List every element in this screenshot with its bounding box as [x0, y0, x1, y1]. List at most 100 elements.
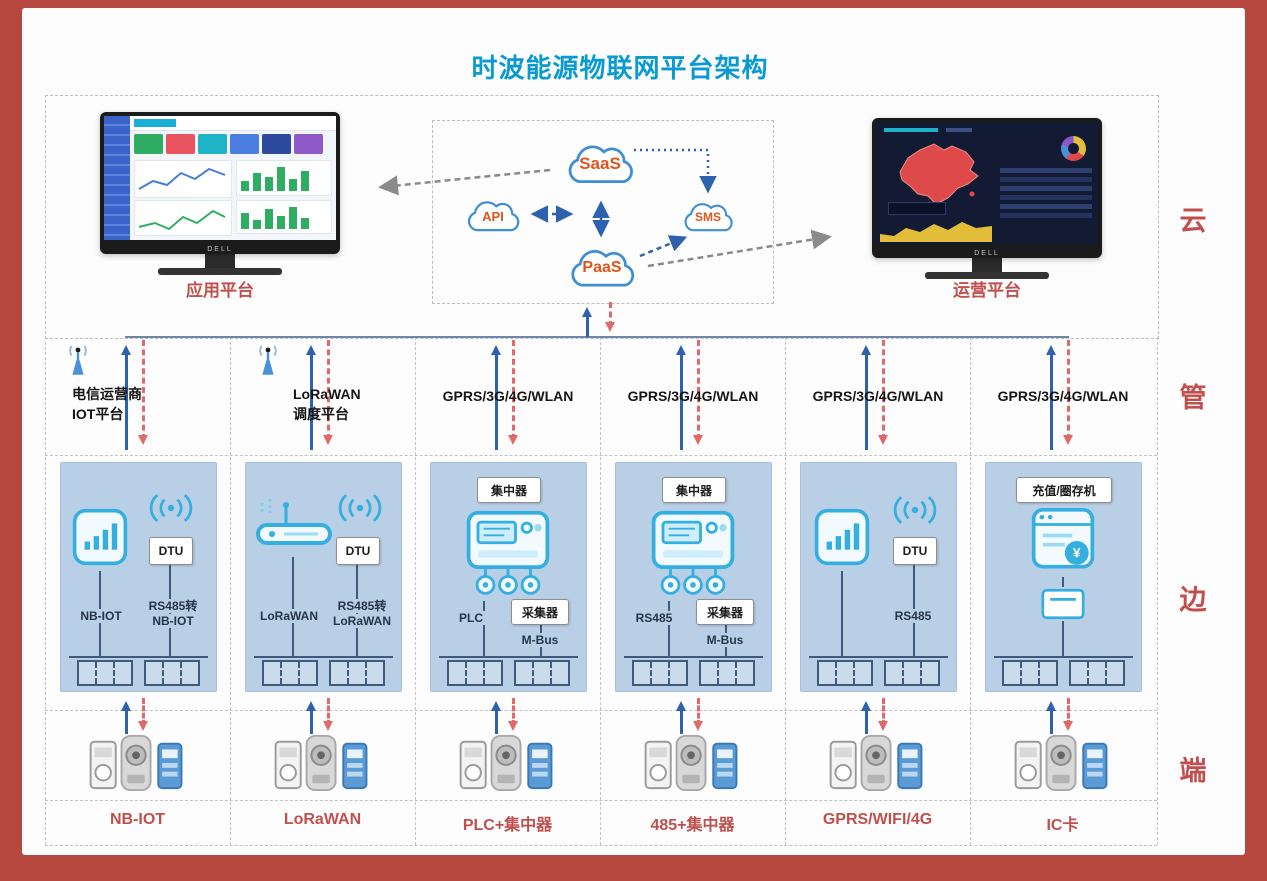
recharge-machine-label: 充值/圈存机	[1016, 477, 1112, 503]
monitor-stand	[205, 252, 235, 269]
monitor-stand-base	[158, 268, 282, 275]
antenna-icon	[62, 341, 94, 383]
donut-chart	[1061, 136, 1086, 161]
wifi-signal-icon	[338, 493, 382, 523]
up-arrow	[306, 345, 316, 450]
down-arrow	[138, 698, 148, 731]
up-arrow	[1046, 345, 1056, 450]
app-dashboard-screen	[104, 116, 336, 240]
wifi-signal-icon	[893, 495, 937, 525]
data-table-rows	[1000, 168, 1092, 222]
down-arrow	[323, 698, 333, 731]
up-arrow	[491, 701, 501, 734]
monitor-stand	[972, 256, 1002, 273]
recharge-terminal-icon	[1030, 505, 1096, 577]
meters-icon	[827, 734, 927, 792]
up-arrow	[861, 701, 871, 734]
cloud-group-box	[432, 120, 774, 304]
map-legend-box	[888, 202, 946, 215]
saas-cloud: SaaS	[560, 133, 640, 195]
collector-label: 采集器	[696, 599, 754, 625]
bottom-label-plc: PLC+集中器	[462, 817, 553, 834]
meters-icon	[457, 734, 557, 792]
bottom-label-ic: IC卡	[1046, 817, 1079, 834]
down-arrow	[693, 340, 703, 445]
pipe-label-gprs: GPRS/3G/4G/WLAN	[812, 388, 944, 404]
up-arrow	[121, 345, 131, 450]
terminal-strip	[254, 656, 393, 690]
down-arrow	[1063, 340, 1073, 445]
up-arrow	[121, 701, 131, 734]
up-arrow	[306, 701, 316, 734]
meters-icon	[272, 734, 372, 792]
up-arrow	[676, 345, 686, 450]
down-arrow	[1063, 698, 1073, 731]
bottom-label-nbiot: NB-IOT	[109, 811, 166, 828]
side-label-terminal: 端	[1179, 756, 1207, 786]
antenna-icon	[252, 341, 284, 383]
down-arrow	[508, 698, 518, 731]
china-map	[899, 143, 979, 205]
page-title: 时波能源物联网平台架构	[471, 53, 769, 83]
kpi-tiles	[134, 134, 323, 154]
monitor-brand: DELL	[974, 250, 1000, 257]
bottom-label-gprs: GPRS/WIFI/4G	[822, 811, 933, 828]
line-chart-panel	[134, 160, 232, 198]
bottom-label-lorawan: LoRaWAN	[283, 811, 362, 828]
down-arrow	[508, 340, 518, 445]
area-chart	[880, 222, 992, 242]
down-arrow	[878, 698, 888, 731]
concentrator-icon	[648, 507, 738, 601]
concentrator-icon	[463, 507, 553, 601]
side-label-edge: 边	[1179, 585, 1207, 615]
ops-dashboard-screen	[876, 122, 1098, 244]
collector-label: 采集器	[511, 599, 569, 625]
card-reader-icon	[1041, 587, 1085, 621]
up-arrow	[676, 701, 686, 734]
concentrator-label: 集中器	[477, 477, 541, 503]
app-platform-monitor: DELL	[100, 112, 340, 254]
ops-platform-label: 运营平台	[953, 281, 1021, 300]
terminal-strip	[439, 656, 578, 690]
edge-box-plc: 集中器 PLC 采集器 M-Bus	[430, 462, 587, 692]
down-arrow	[878, 340, 888, 445]
edge-box-ic: 充值/圈存机	[985, 462, 1142, 692]
sms-cloud: SMS	[678, 194, 738, 240]
app-platform-label: 应用平台	[186, 281, 254, 300]
terminal-strip	[809, 656, 948, 690]
line-chart-panel	[134, 200, 232, 236]
dtu-label: DTU	[893, 537, 937, 565]
monitor-brand: DELL	[207, 246, 233, 253]
dtu-label: DTU	[336, 537, 380, 565]
bar-chart-panel	[236, 160, 332, 196]
monitor-stand-base	[925, 272, 1049, 279]
down-arrow	[323, 340, 333, 445]
meters-icon	[1012, 734, 1112, 792]
meters-icon	[87, 734, 187, 792]
concentrator-label: 集中器	[662, 477, 726, 503]
lorawan-router-icon	[254, 497, 334, 557]
edge-box-gprs: DTU RS485	[800, 462, 957, 692]
api-cloud: API	[461, 192, 525, 240]
terminal-strip	[624, 656, 763, 690]
dashboard-topbar	[130, 116, 336, 131]
down-arrow	[693, 698, 703, 731]
up-arrow	[582, 307, 592, 337]
edge-box-nbiot: DTU NB-IOT RS485转 NB-IOT	[60, 462, 217, 692]
down-arrow	[138, 340, 148, 445]
ops-platform-monitor: DELL	[872, 118, 1102, 258]
edge-box-485: 集中器 RS485 采集器 M-Bus	[615, 462, 772, 692]
dtu-label: DTU	[149, 537, 193, 565]
edge-box-lorawan: DTU LoRaWAN RS485转 LoRaWAN	[245, 462, 402, 692]
pipe-label-gprs: GPRS/3G/4G/WLAN	[442, 388, 574, 404]
pipe-label-gprs: GPRS/3G/4G/WLAN	[997, 388, 1129, 404]
down-arrow	[605, 302, 615, 332]
up-arrow	[1046, 701, 1056, 734]
bottom-label-485: 485+集中器	[650, 817, 735, 834]
cloud-section-border	[45, 95, 1159, 339]
side-label-pipe: 管	[1179, 383, 1207, 413]
up-arrow	[491, 345, 501, 450]
